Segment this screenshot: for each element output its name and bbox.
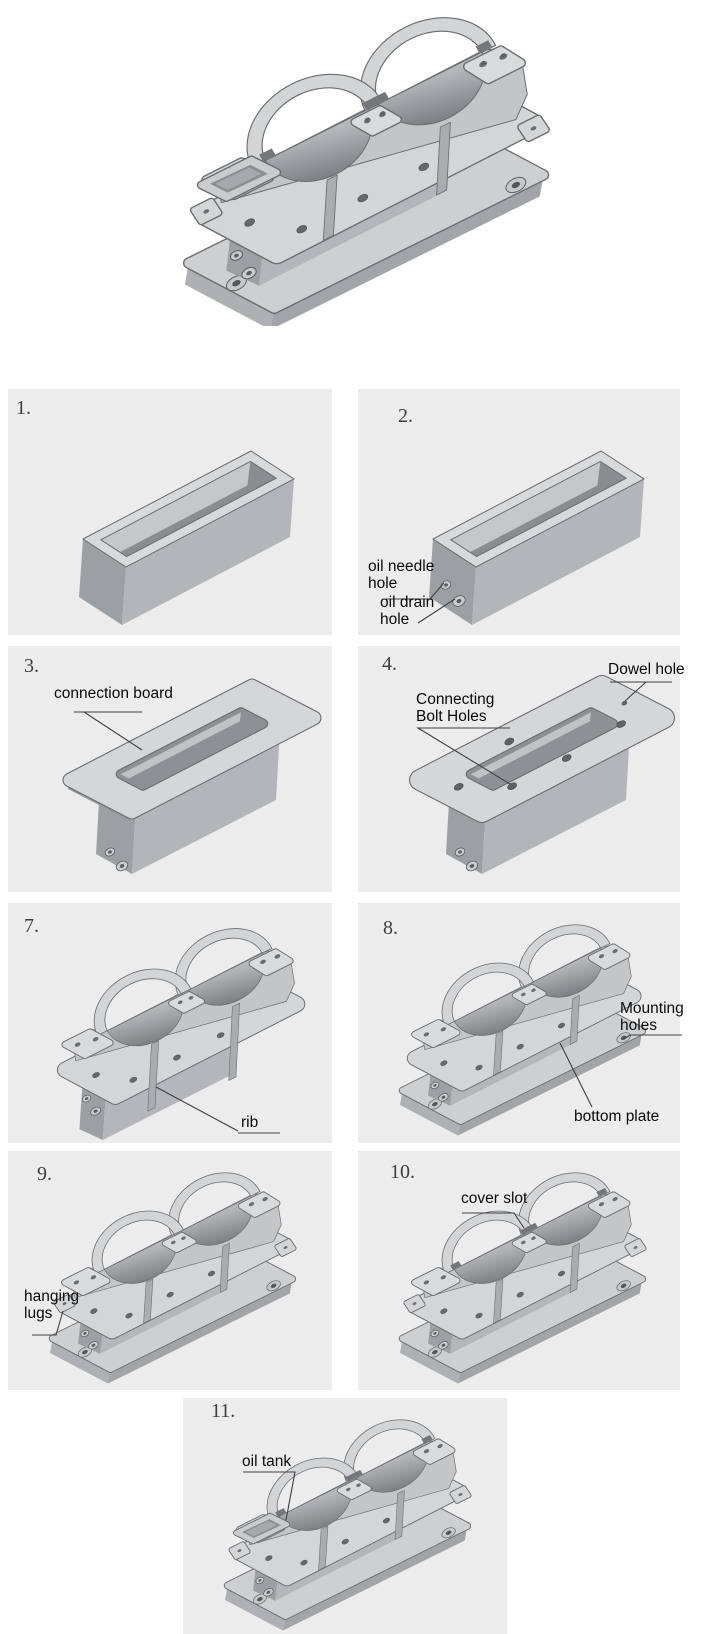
model-illustration [79, 450, 295, 625]
step-number: 2. [398, 405, 413, 427]
leader-lines [559, 1034, 682, 1108]
label-bottom-plate: bottom plate [574, 1108, 660, 1125]
step-panel-11: 11. oil tank [183, 1398, 507, 1634]
label-hanging-lugs: hanging lugs [24, 1288, 80, 1322]
leader-lines [243, 1471, 296, 1521]
step-panel-2: 2. oil needle hole oil drain hole [358, 389, 680, 635]
label-oil-needle-hole: oil needle hole [368, 558, 435, 592]
step-panel-1: 1. [8, 389, 332, 635]
model-illustration [48, 1172, 297, 1384]
label-cover-slot: cover slot [461, 1190, 528, 1207]
leader-lines [8, 389, 352, 635]
step-number: 4. [382, 653, 397, 675]
label-oil-drain-hole: oil drain hole [380, 594, 435, 628]
step-panel-7: 7. rib [8, 903, 332, 1143]
label-connection-board: connection board [54, 685, 173, 702]
label-rib: rib [241, 1114, 259, 1131]
step-panel-3: 3. connection board [8, 646, 332, 892]
leader-lines [74, 711, 143, 751]
step-number: 11. [211, 1400, 236, 1422]
step-number: 8. [383, 917, 398, 939]
leader-lines [155, 1086, 280, 1134]
leader-lines [416, 681, 672, 785]
model-illustration [62, 678, 322, 874]
model-illustration [223, 1419, 472, 1631]
leader-lines [386, 582, 456, 624]
leader-lines [462, 1212, 525, 1229]
step-panel-9: 9. hanging lugs [8, 1151, 332, 1390]
step-number: 7. [24, 915, 39, 937]
step-number: 1. [16, 397, 31, 419]
step-number: 3. [24, 655, 39, 677]
step-panel-10: 10. cover slot [358, 1151, 680, 1390]
model-illustration [56, 928, 306, 1140]
leader-lines [32, 1310, 64, 1336]
label-dowel-hole: Dowel hole [608, 661, 685, 678]
model-illustration [398, 924, 647, 1136]
step-number: 10. [390, 1161, 415, 1183]
step-number: 9. [37, 1163, 52, 1185]
label-oil-tank: oil tank [242, 1453, 292, 1470]
assembled-model-image [182, 17, 550, 326]
model-illustration [429, 450, 645, 625]
model-illustration [409, 675, 675, 874]
step-panel-8: 8. Mounting holes bottom plate [358, 903, 684, 1143]
label-connecting-bolt-holes: Connecting Bolt Holes [416, 691, 495, 725]
step-panel-4: 4. Connecting Bolt Holes Dowel hole [358, 646, 685, 892]
model-illustration [398, 1172, 647, 1384]
label-mounting-holes: Mounting holes [620, 1000, 684, 1034]
